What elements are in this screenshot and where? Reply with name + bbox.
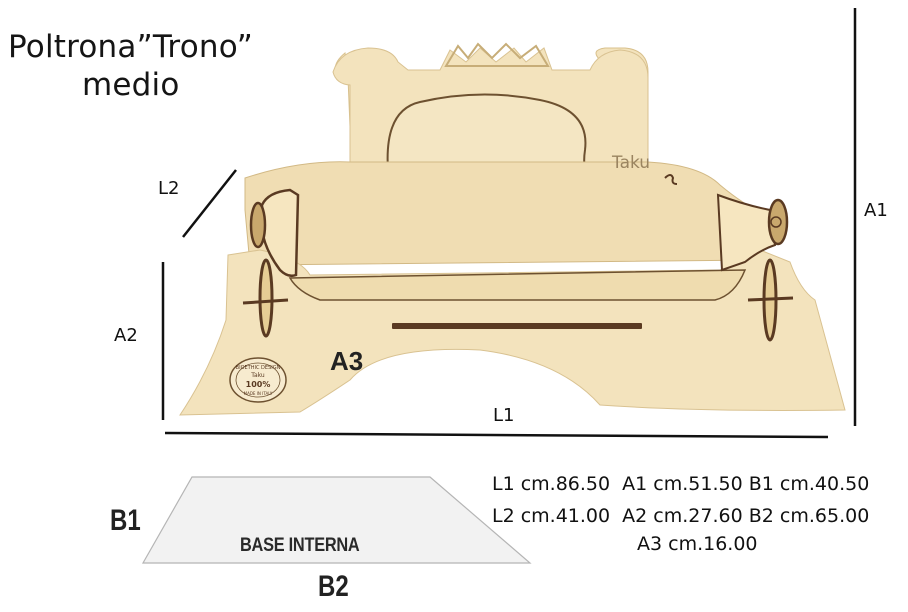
right-cross-joint: [747, 258, 794, 342]
base-slot: [392, 323, 642, 329]
taku-logo: Taku: [611, 153, 650, 173]
spec-row-3: A3 cm.16.00: [637, 533, 758, 555]
left-side-panel: [260, 188, 300, 278]
taku-logo-mark: [664, 174, 678, 185]
label-a1: A1: [864, 200, 888, 221]
right-side-panel: [716, 193, 777, 272]
bioethic-design-stamp: [229, 357, 287, 403]
left-cross-joint: [242, 258, 289, 338]
seat-back-wing: [244, 161, 771, 266]
product-title-line2: medio: [82, 67, 180, 103]
label-a2: A2: [114, 325, 138, 346]
right-scroll-ornament: [767, 198, 789, 246]
label-l1: L1: [493, 405, 515, 426]
base-interna-panel: [141, 476, 532, 564]
stamp-line2: Taku: [250, 372, 265, 379]
dimension-line-l1: [164, 431, 829, 439]
label-b2: B2: [318, 570, 349, 603]
stamp-line3: 100%: [246, 380, 271, 389]
product-title: Poltrona”Trono” medio: [8, 28, 253, 104]
crown-ornament: [444, 42, 550, 67]
product-title-line1: Poltrona”Trono”: [8, 29, 254, 65]
spec-row-1: L1 cm.86.50 A1 cm.51.50 B1 cm.40.50: [492, 473, 870, 495]
dimension-line-l2: [182, 169, 237, 238]
label-l2: L2: [158, 178, 180, 199]
base-interna-label: BASE INTERNA: [240, 535, 360, 556]
seat-inner-floor: [288, 269, 747, 301]
label-b1: B1: [110, 504, 141, 537]
stamp-line1: BIOETHIC DESIGN: [236, 365, 281, 371]
spec-row-2: L2 cm.41.00 A2 cm.27.60 B2 cm.65.00: [492, 505, 870, 527]
label-a3: A3: [330, 346, 364, 376]
left-scroll-ornament: [249, 201, 267, 249]
stamp-line4: MADE IN ITALY: [244, 391, 273, 396]
